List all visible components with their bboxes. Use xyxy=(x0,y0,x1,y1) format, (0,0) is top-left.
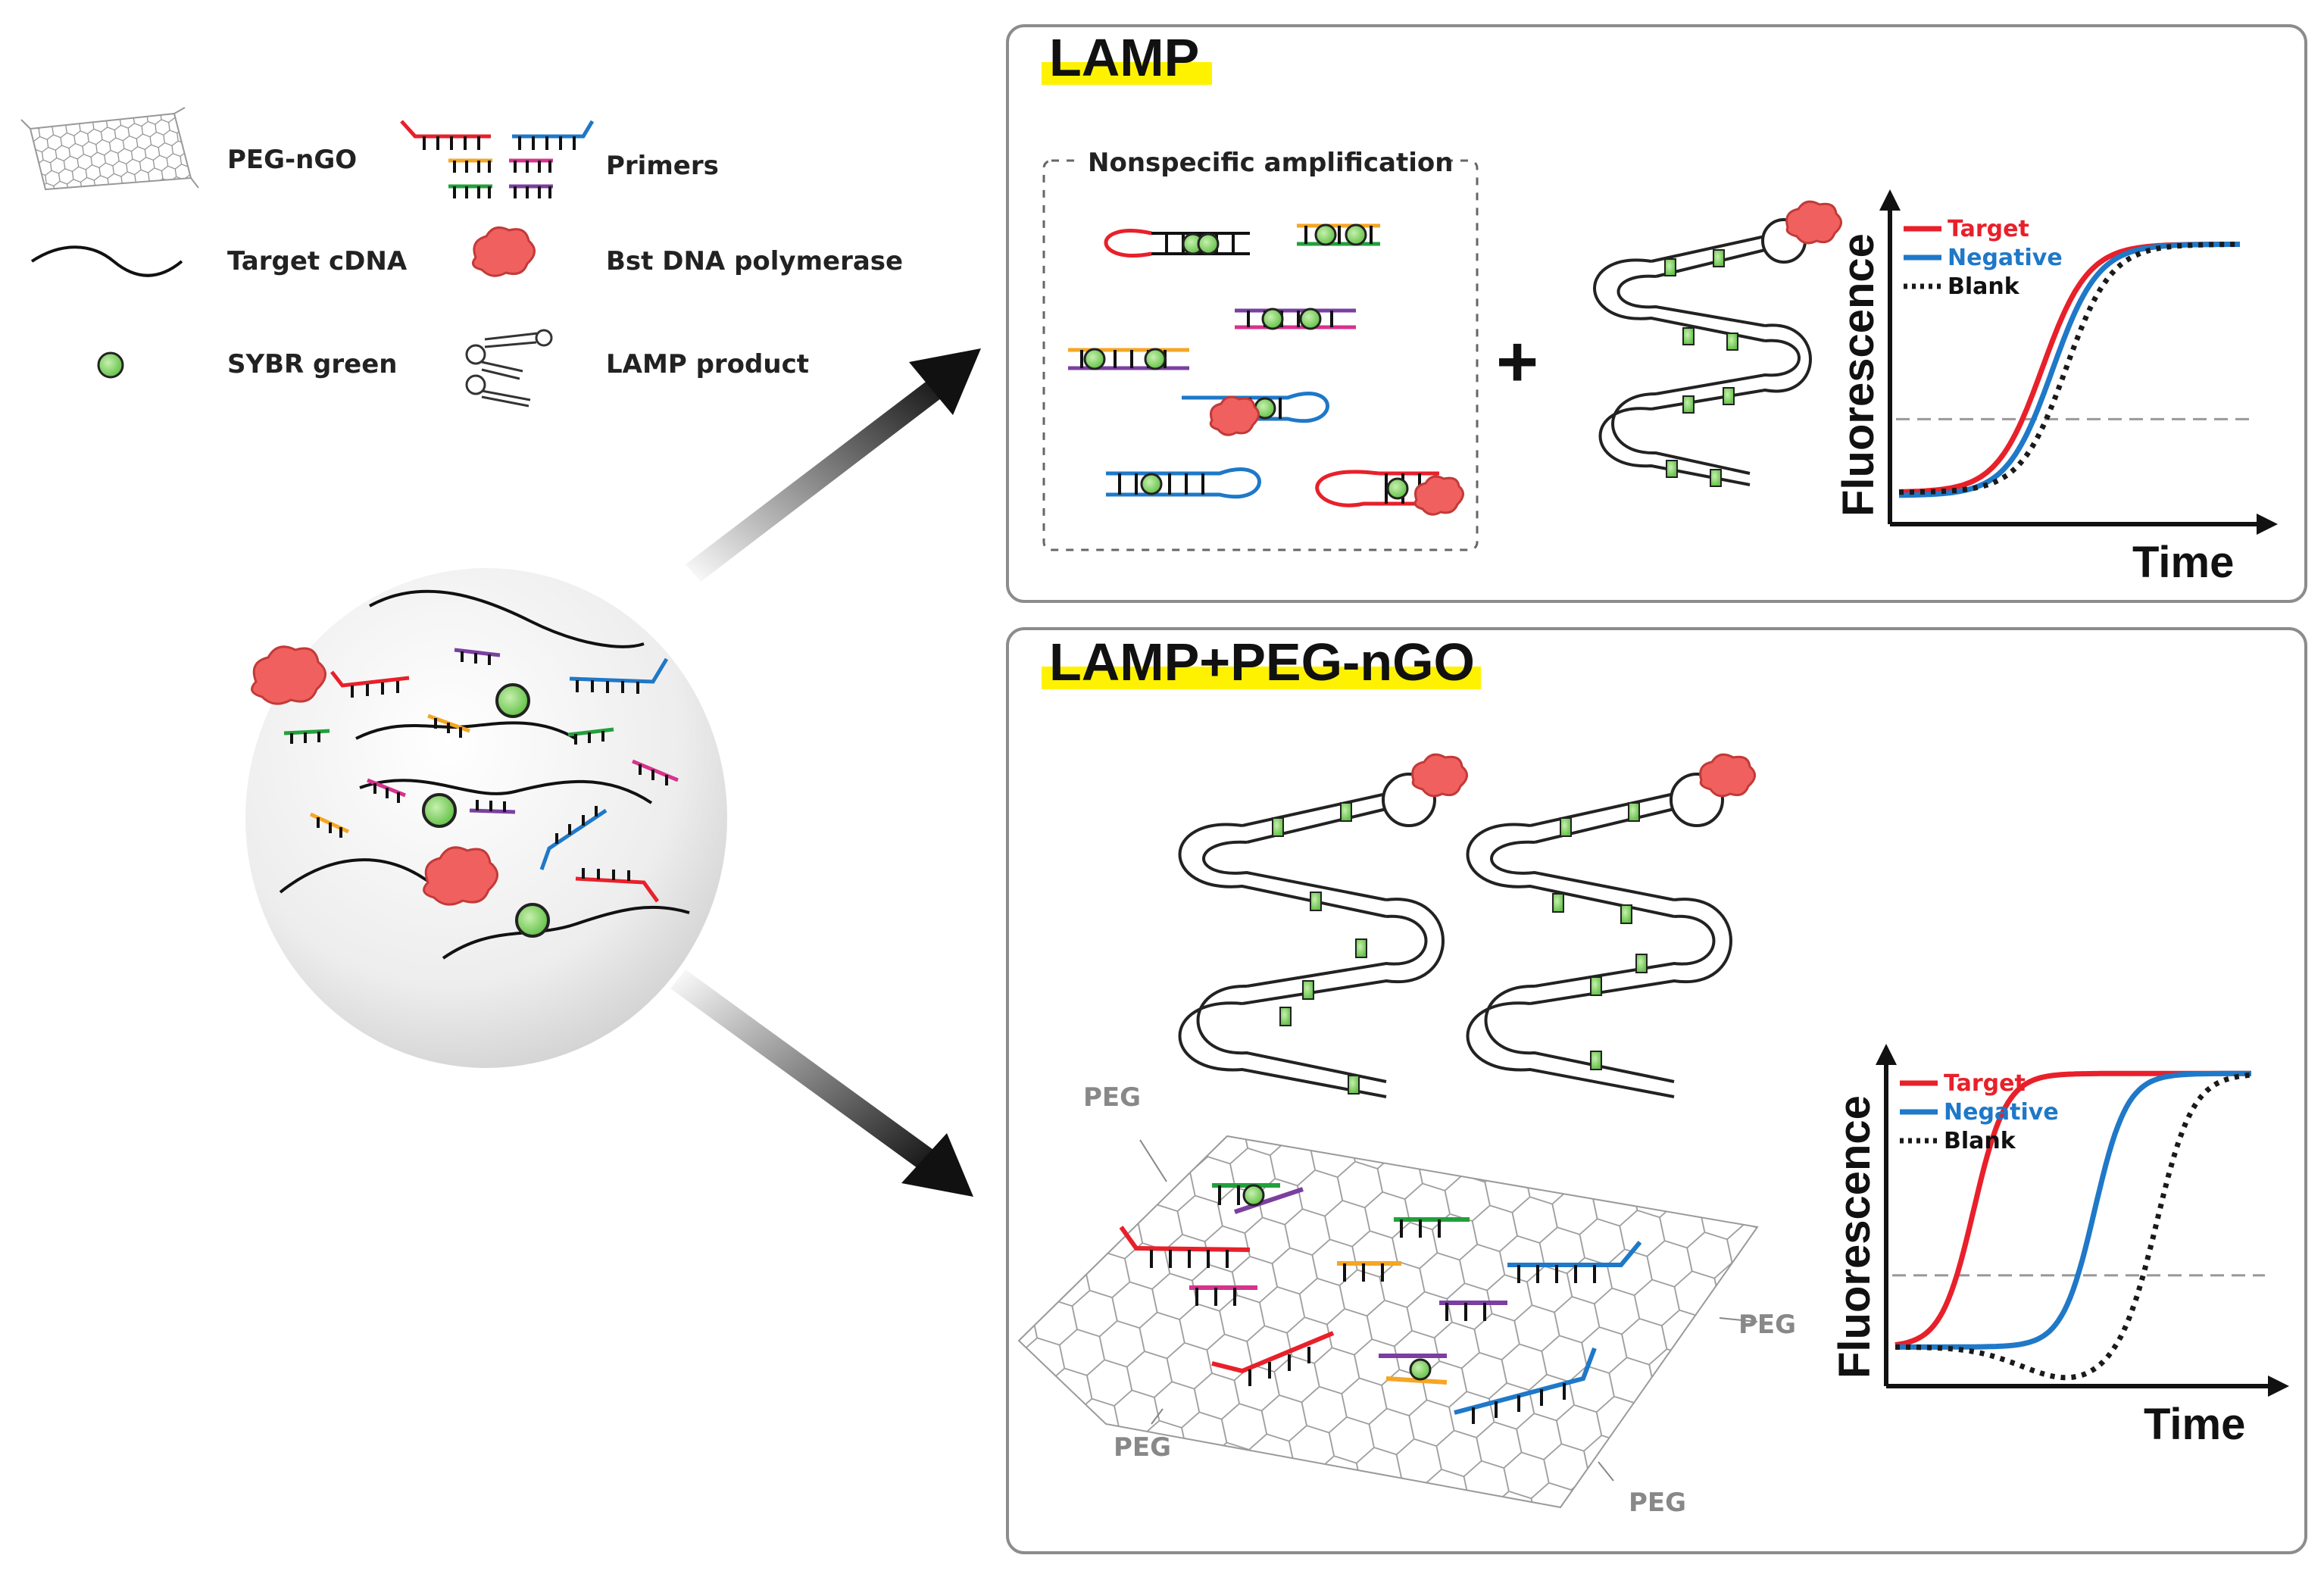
lamp-title: LAMP xyxy=(1049,28,1199,87)
lamp-product-icon xyxy=(465,329,553,408)
panel-lamp-ngo: LAMP+PEG-nGO xyxy=(1006,627,2307,1554)
plus-sign: + xyxy=(1496,321,1538,402)
legend-label-target: Target xyxy=(1944,1070,2026,1097)
x-axis-arrow-icon xyxy=(2268,1376,2289,1397)
x-axis-label: Time xyxy=(2132,538,2234,587)
y-axis-arrow-icon xyxy=(1879,189,1901,211)
legend: PEG-nGO Primers Target cDNA Bst DNA poly… xyxy=(20,107,903,408)
legend-bst-polymerase-label: Bst DNA polymerase xyxy=(606,246,903,276)
legend-peg-ngo-label: PEG-nGO xyxy=(227,145,357,175)
curve-negative xyxy=(1895,1070,2251,1350)
polymerase-icon xyxy=(1785,200,1842,245)
curve-blank xyxy=(1899,242,2240,495)
polymerase-icon xyxy=(471,226,536,277)
panel-lamp: LAMP Nonspecific amplification xyxy=(1006,24,2307,603)
peg-ngo-sheet: PEG PEG PEG PEG xyxy=(1017,1082,1796,1518)
arrow-to-lamp xyxy=(686,348,981,582)
legend-target-cdna-label: Target cDNA xyxy=(227,246,408,276)
peg-label-1: PEG xyxy=(1083,1082,1141,1113)
lamp-ngo-title: LAMP+PEG-nGO xyxy=(1049,632,1475,692)
legend-label-blank: Blank xyxy=(1944,1128,2016,1154)
y-axis-arrow-icon xyxy=(1876,1044,1897,1065)
lamp-title-highlight xyxy=(1042,62,1212,85)
lamp-product-structure xyxy=(1593,218,1812,486)
peg-label-4: PEG xyxy=(1629,1488,1686,1518)
legend-label-negative: Negative xyxy=(1944,1099,2059,1126)
arrow-to-lamp-ngo xyxy=(670,970,973,1197)
nonspecific-sybr xyxy=(1083,223,1409,500)
legend-label-blank: Blank xyxy=(1948,273,2020,300)
x-axis-arrow-icon xyxy=(2257,514,2278,535)
curve-blank xyxy=(1895,1072,2252,1381)
lamp-ngo-title-highlight xyxy=(1042,667,1481,689)
primers-icon xyxy=(400,120,595,198)
y-axis-label: Fluorescence xyxy=(1830,1095,1879,1379)
legend-primers-label: Primers xyxy=(606,151,719,181)
sybr-green-icon xyxy=(97,351,124,379)
y-axis-label: Fluorescence xyxy=(1834,233,1883,517)
peg-label-3: PEG xyxy=(1114,1432,1171,1463)
legend-label-target: Target xyxy=(1948,216,2029,242)
legend-lamp-product-label: LAMP product xyxy=(606,349,809,379)
peg-ngo-icon xyxy=(20,107,199,191)
x-axis-label: Time xyxy=(2144,1400,2245,1449)
reaction-droplet xyxy=(245,568,727,1068)
legend-label-negative: Negative xyxy=(1948,245,2063,271)
target-cdna-icon xyxy=(30,245,183,277)
nonspecific-label: Nonspecific amplification xyxy=(1088,148,1453,178)
peg-label-2: PEG xyxy=(1738,1310,1796,1340)
legend-sybr-green-label: SYBR green xyxy=(227,349,397,379)
